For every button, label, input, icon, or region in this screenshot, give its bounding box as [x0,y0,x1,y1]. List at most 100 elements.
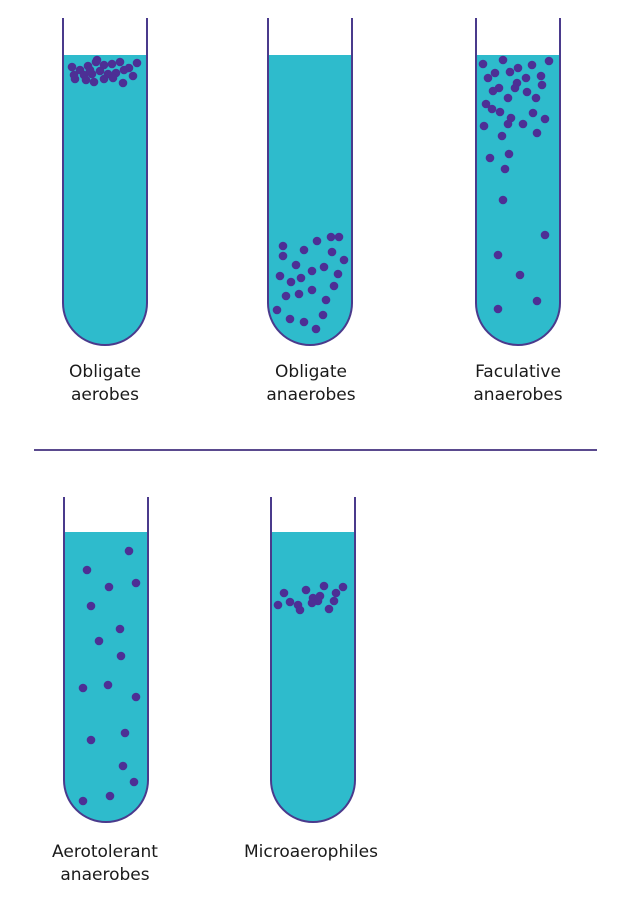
culture-medium [63,55,147,345]
bacterium-dot [329,596,339,606]
bacterium-dot [488,86,498,96]
bacterium-dot [295,605,305,615]
test-tube-outline [270,497,356,823]
bacterium-dot [479,121,489,131]
bacterium-dot [85,65,95,75]
label-obligate-aerobes: Obligate aerobes [69,362,141,405]
bacterium-dot [329,281,339,291]
bacterium-dot [503,119,513,129]
bacterium-dot [307,285,317,295]
bacterium-dot [521,73,531,83]
bacterium-dot [485,153,495,163]
bacterium-dot [115,57,125,67]
bacterium-dot [319,262,329,272]
culture-medium [476,55,560,345]
bacterium-dot [105,791,115,801]
bacterium-dot [275,271,285,281]
bacterium-dot [312,236,322,246]
bacterium-dot [493,304,503,314]
tube-obligate-anaerobes [267,18,353,346]
bacterium-dot [301,585,311,595]
bacterium-dot [321,295,331,305]
bacterium-dot [278,241,288,251]
bacterium-dot [278,251,288,261]
bacterium-dot [286,277,296,287]
bacterium-dot [324,604,334,614]
bacterium-dot [92,55,102,65]
bacterium-dot [89,77,99,87]
tube-facultative-anaerobes [475,18,561,346]
test-tube-outline [475,18,561,346]
bacterium-dot [131,692,141,702]
bacterium-dot [81,75,91,85]
test-tube-outline [63,497,149,823]
bacterium-dot [132,58,142,68]
label-microaerophiles: Microaerophiles [244,842,378,862]
bacterium-dot [119,65,129,75]
bacterium-dot [272,305,282,315]
bacterium-dot [490,68,500,78]
bacterium-dot [532,296,542,306]
bacterium-dot [299,317,309,327]
bacterium-dot [124,546,134,556]
bacterium-dot [95,66,105,76]
bacterium-dot [129,777,139,787]
bacterium-dot [513,63,523,73]
bacterium-dot [327,247,337,257]
bacterium-dot [107,59,117,69]
bacterium-dot [515,270,525,280]
bacterium-dot [273,600,283,610]
bacterium-dot [281,291,291,301]
bacterium-dot [500,164,510,174]
bacterium-dot [503,93,513,103]
bacterium-dot [307,266,317,276]
bacterium-dot [510,83,520,93]
bacterium-dot [115,624,125,634]
bacterium-dot [532,128,542,138]
bacterium-dot [537,80,547,90]
bacterium-dot [116,651,126,661]
culture-medium [64,532,148,822]
bacterium-dot [495,107,505,117]
bacterium-dot [505,67,515,77]
bacterium-dot [120,728,130,738]
bacterium-dot [334,232,344,242]
bacterium-dot [531,93,541,103]
test-tube-outline [267,18,353,346]
bacterium-dot [536,71,546,81]
bacterium-dot [294,289,304,299]
bacterium-dot [78,683,88,693]
bacterium-dot [498,55,508,65]
tube-microaerophiles [270,497,356,823]
tube-aerotolerant-anaerobes [63,497,149,823]
bacterium-dot [67,62,77,72]
bacterium-dot [326,232,336,242]
bacterium-dot [319,581,329,591]
bacterium-dot [483,73,493,83]
label-facultative-anaerobes: Faculative anaerobes [473,362,563,405]
bacterium-dot [279,588,289,598]
bacterium-dot [315,591,325,601]
tubes-layer [62,18,561,823]
bacterium-dot [518,119,528,129]
bacterium-dot [285,597,295,607]
bacterium-dot [103,680,113,690]
bacterium-dot [478,59,488,69]
label-aerotolerant-anaerobes: Aerotolerant anaerobes [52,842,158,885]
tube-obligate-aerobes [62,18,148,346]
bacterium-dot [497,131,507,141]
bacterium-dot [118,78,128,88]
bacterium-dot [528,108,538,118]
bacterium-dot [108,73,118,83]
bacterium-dot [333,269,343,279]
bacterium-dot [498,195,508,205]
culture-medium [268,55,352,345]
bacterium-dot [131,578,141,588]
bacterium-dot [285,314,295,324]
bacterium-dot [331,588,341,598]
bacterium-dot [307,598,317,608]
test-tube-outline [62,18,148,346]
bacterium-dot [86,601,96,611]
bacterium-dot [82,565,92,575]
